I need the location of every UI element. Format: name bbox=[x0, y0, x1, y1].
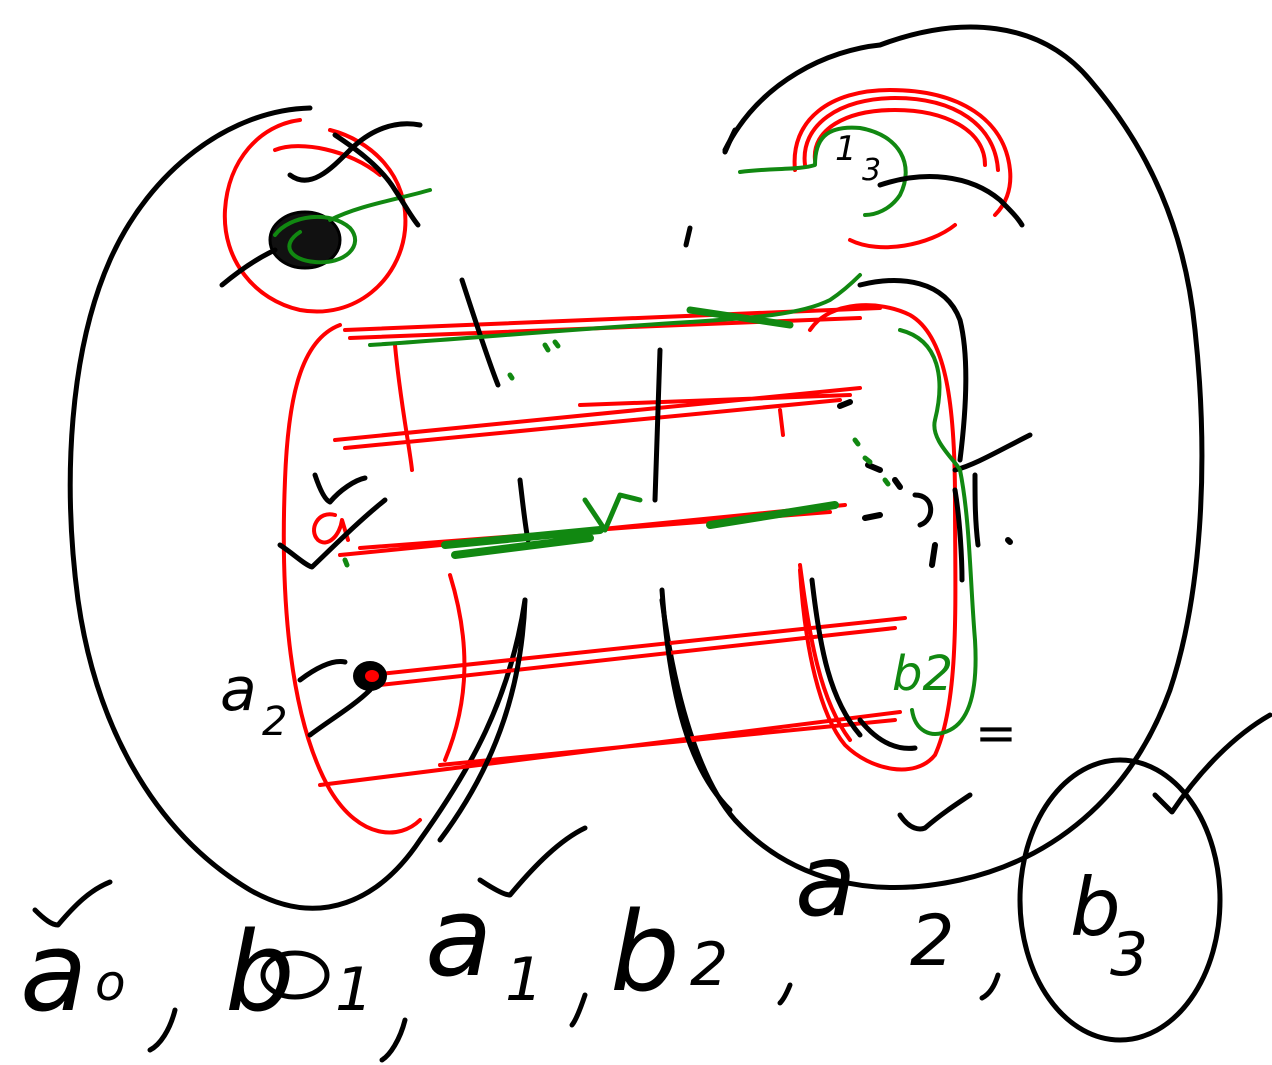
seq-b1-sub: 1 bbox=[335, 955, 373, 1025]
label-circled-3: 3 bbox=[1110, 920, 1148, 990]
black-check-left-low bbox=[280, 500, 385, 567]
comma-2 bbox=[382, 1020, 405, 1060]
green-middle-heavy bbox=[445, 505, 835, 555]
red-horizontal-lines bbox=[320, 308, 905, 785]
label-left-a2: a bbox=[220, 655, 257, 725]
comma-5 bbox=[982, 975, 998, 998]
red-dot-left-inner bbox=[365, 670, 379, 682]
black-check-circled-b3 bbox=[1155, 715, 1270, 812]
label-top-right-1: 1 bbox=[835, 129, 857, 169]
black-check-left-mid bbox=[315, 475, 365, 502]
red-outer-rounded-rect bbox=[284, 325, 420, 832]
green-dots bbox=[345, 342, 888, 565]
check-a1 bbox=[480, 828, 585, 895]
black-dots-right bbox=[840, 402, 1010, 565]
seq-a1-sub: 1 bbox=[505, 945, 543, 1015]
label-equals: = bbox=[975, 704, 1017, 762]
red-line-1 bbox=[345, 308, 880, 338]
label-top-right-3: 3 bbox=[862, 153, 881, 188]
seq-a0: a bbox=[20, 908, 87, 1036]
comma-4 bbox=[780, 985, 790, 1003]
seq-a1: a bbox=[425, 873, 492, 1001]
black-check-right-middle bbox=[955, 435, 1030, 470]
seq-a2-sub: 2 bbox=[910, 900, 955, 982]
comma-3 bbox=[572, 995, 585, 1025]
black-tick-mid-top bbox=[686, 228, 690, 245]
seq-b2: b bbox=[610, 888, 680, 1016]
seq-a2: a bbox=[795, 822, 856, 939]
label-right-b2: b2 bbox=[892, 646, 953, 702]
seq-b1: b bbox=[225, 908, 295, 1036]
red-arc-bottom-top-right bbox=[850, 225, 955, 247]
seq-a0-sub: o bbox=[95, 954, 126, 1012]
comma-1 bbox=[150, 1010, 175, 1050]
bottom-sequence: a o b 1 a 1 b 2 a 2 bbox=[20, 822, 998, 1060]
black-check-bottom-right bbox=[900, 795, 970, 829]
seq-b2-sub: 2 bbox=[690, 930, 728, 1000]
label-left-a2-sub: 2 bbox=[262, 699, 287, 745]
red-line-5 bbox=[320, 712, 900, 785]
